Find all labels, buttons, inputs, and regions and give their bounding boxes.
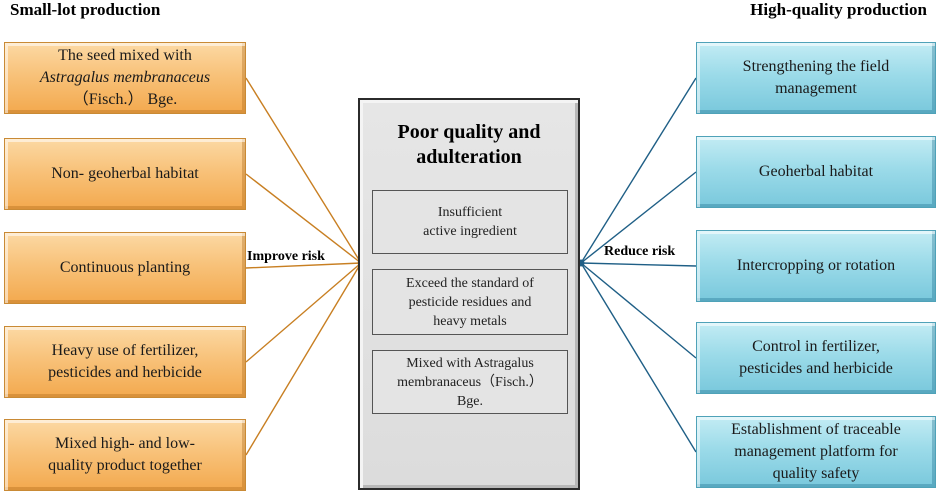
- left-connector-line: [245, 262, 362, 456]
- center-item-line: Insufficient: [437, 205, 503, 220]
- left-connector-line: [245, 262, 362, 363]
- center-title-line: Poor quality and: [397, 121, 541, 143]
- left-item-line: Heavy use of fertilizer,: [51, 342, 199, 359]
- right-item-line: management platform for: [734, 443, 898, 460]
- left-connector-line: [245, 262, 362, 269]
- center-title: Poor quality and adulteration: [360, 120, 578, 170]
- center-item-line: membranaceus（Fisch.）: [397, 374, 543, 390]
- left-item-line: Continuous planting: [59, 259, 191, 276]
- left-item-line: Mixed high- and low-: [55, 435, 195, 452]
- left-item-seed-mixed: The seed mixed with Astragalus membranac…: [4, 42, 246, 114]
- right-item-line: management: [775, 80, 857, 97]
- right-connector-line: [580, 262, 697, 359]
- left-connector-line: [245, 173, 362, 264]
- right-item-geoherbal-habitat: Geoherbal habitat: [696, 136, 936, 208]
- left-item-mixed-product: Mixed high- and low- quality product tog…: [4, 419, 246, 491]
- right-item-line: Intercropping or rotation: [736, 257, 896, 274]
- right-connector-line: [580, 77, 697, 264]
- reduce-risk-label: Reduce risk: [604, 244, 676, 259]
- right-item-traceable-platform: Establishment of traceable management pl…: [696, 416, 936, 488]
- high-quality-heading: High-quality production: [750, 0, 927, 19]
- center-panel: Poor quality and adulteration Insufficie…: [358, 98, 580, 490]
- right-item-line: quality safety: [772, 465, 860, 482]
- left-item-non-geoherbal: Non- geoherbal habitat: [4, 138, 246, 210]
- right-item-line: Strengthening the field: [742, 58, 890, 75]
- left-item-line: quality product together: [48, 457, 202, 474]
- center-title-line: adulteration: [416, 146, 522, 168]
- center-item-mixed-astragalus: Mixed with Astragalus membranaceus（Fisch…: [372, 350, 568, 414]
- improve-risk-label: Improve risk: [247, 249, 325, 264]
- center-item-line: pesticide residues and: [408, 294, 532, 310]
- right-item-intercropping: Intercropping or rotation: [696, 230, 936, 302]
- center-item-exceed-standard: Exceed the standard of pesticide residue…: [372, 269, 568, 335]
- left-item-continuous-planting: Continuous planting: [4, 232, 246, 304]
- left-item-line: （Fisch.） Bge.: [72, 91, 178, 108]
- right-item-field-management: Strengthening the field management: [696, 42, 936, 114]
- right-connector-line: [580, 171, 697, 264]
- center-item-insufficient: Insufficient active ingredient: [372, 190, 568, 254]
- small-lot-heading: Small-lot production: [10, 0, 161, 19]
- center-item-line: Mixed with Astragalus: [406, 355, 534, 371]
- right-item-control-fertilizer: Control in fertilizer, pesticides and he…: [696, 322, 936, 394]
- right-item-line: Establishment of traceable: [731, 421, 901, 438]
- center-item-line: Exceed the standard of: [406, 275, 534, 291]
- right-connector-line: [580, 262, 697, 267]
- center-item-line: active ingredient: [423, 224, 517, 239]
- center-item-line: heavy metals: [433, 313, 507, 329]
- right-item-line: Geoherbal habitat: [758, 163, 874, 180]
- left-item-line: The seed mixed with: [58, 47, 192, 64]
- right-item-line: pesticides and herbicide: [739, 360, 893, 377]
- right-item-line: Control in fertilizer,: [752, 338, 880, 355]
- left-item-heavy-use: Heavy use of fertilizer, pesticides and …: [4, 326, 246, 398]
- left-item-line: Astragalus membranaceus: [39, 69, 211, 86]
- left-item-line: pesticides and herbicide: [48, 364, 202, 381]
- right-connector-line: [580, 262, 697, 453]
- center-item-line: Bge.: [456, 393, 484, 409]
- left-connector-line: [245, 77, 362, 264]
- left-item-line: Non- geoherbal habitat: [51, 165, 199, 182]
